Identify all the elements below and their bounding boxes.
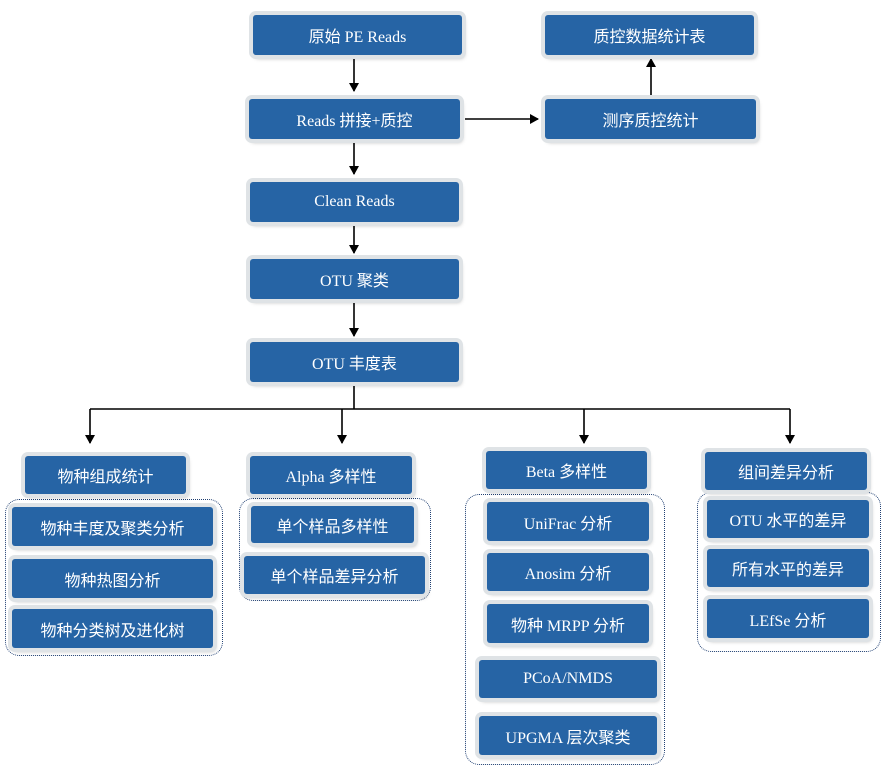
- beta-item-node: UPGMA 层次聚类: [479, 716, 657, 755]
- alpha-group-frame: [239, 498, 431, 601]
- composition-item-node: 物种丰度及聚类分析: [12, 507, 213, 546]
- alpha-item-node: 单个样品差异分析: [244, 556, 425, 594]
- qc-data-table-node: 质控数据统计表: [545, 15, 754, 55]
- groupdiff-title-node: 组间差异分析: [705, 452, 867, 490]
- composition-item-node: 物种热图分析: [12, 559, 213, 598]
- groupdiff-item-node: 所有水平的差异: [707, 549, 869, 587]
- alpha-title-node: Alpha 多样性: [250, 456, 412, 494]
- groupdiff-group-frame: [697, 492, 881, 652]
- alpha-item-node: 单个样品多样性: [251, 506, 414, 543]
- beta-item-node: PCoA/NMDS: [479, 660, 657, 698]
- beta-title-node: Beta 多样性: [486, 451, 647, 489]
- reads-merge-qc-node: Reads 拼接+质控: [249, 99, 460, 139]
- composition-item-node: 物种分类树及进化树: [12, 609, 213, 648]
- seq-qc-stats-node: 测序质控统计: [545, 99, 756, 139]
- clean-reads-node: Clean Reads: [250, 182, 459, 222]
- composition-title-node: 物种组成统计: [25, 456, 186, 494]
- groupdiff-item-node: OTU 水平的差异: [707, 500, 869, 538]
- raw-pe-reads-node: 原始 PE Reads: [253, 15, 462, 55]
- beta-item-node: UniFrac 分析: [487, 502, 649, 541]
- beta-item-node: Anosim 分析: [487, 553, 649, 591]
- beta-group-frame: [465, 494, 665, 765]
- composition-group-frame: [5, 499, 223, 656]
- beta-item-node: 物种 MRPP 分析: [487, 604, 649, 643]
- otu-cluster-node: OTU 聚类: [250, 259, 459, 299]
- groupdiff-item-node: LEfSe 分析: [707, 599, 869, 638]
- otu-table-node: OTU 丰度表: [250, 342, 459, 382]
